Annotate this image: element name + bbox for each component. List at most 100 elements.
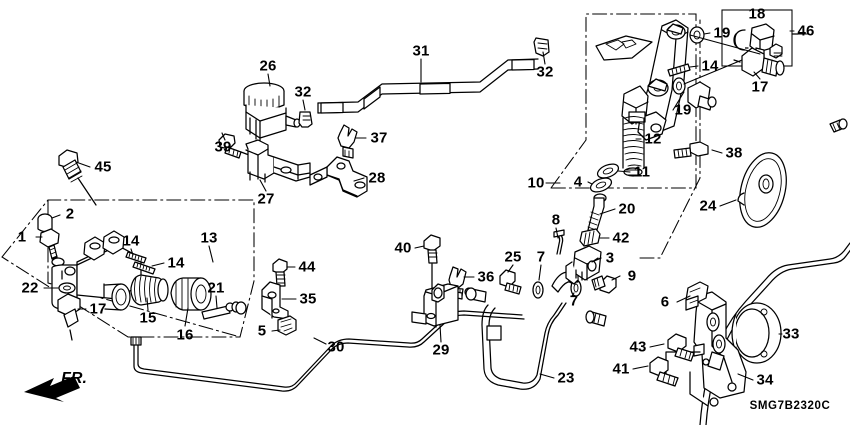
part-44-bolt xyxy=(272,258,288,287)
callout-30: 30 xyxy=(327,338,345,356)
callout-41: 41 xyxy=(612,360,630,378)
part-1-bleeder-screw xyxy=(39,228,65,267)
part-41-bolt xyxy=(649,356,679,387)
part-26-reservoir xyxy=(243,82,301,144)
callout-14-b: 14 xyxy=(167,254,185,272)
fr-orientation-label: FR. xyxy=(61,370,87,387)
callout-10: 10 xyxy=(527,174,545,192)
part-19-washer-upper xyxy=(689,26,705,44)
callout-32-a: 32 xyxy=(294,83,312,101)
pipe-union-near-pedal xyxy=(585,310,607,327)
callout-4: 4 xyxy=(573,173,583,191)
callout-27: 27 xyxy=(257,190,275,208)
part-31-hose xyxy=(317,58,539,114)
callout-42: 42 xyxy=(612,229,630,247)
callout-45: 45 xyxy=(94,158,112,176)
part-3-clevis xyxy=(565,245,602,285)
callout-5: 5 xyxy=(257,322,267,340)
part-32-clip-right xyxy=(533,37,550,57)
part-17-fitting-left xyxy=(57,293,81,341)
part-43-bolt xyxy=(667,333,695,362)
callout-36: 36 xyxy=(477,268,495,286)
callout-34: 34 xyxy=(756,371,774,389)
callout-46: 46 xyxy=(797,22,815,40)
part-5-clip xyxy=(277,315,297,336)
callout-20: 20 xyxy=(618,200,636,218)
callout-11: 11 xyxy=(633,163,651,181)
part-35-bracket xyxy=(261,281,289,320)
callout-15: 15 xyxy=(139,309,157,327)
callout-24: 24 xyxy=(699,197,717,215)
callout-18: 18 xyxy=(748,5,766,23)
callout-17-left: 17 xyxy=(89,300,107,318)
callout-29: 29 xyxy=(432,341,450,359)
part-39-bolt xyxy=(218,133,250,159)
callout-35: 35 xyxy=(299,290,317,308)
part-mc-outlet xyxy=(687,81,717,111)
callout-40: 40 xyxy=(394,239,412,257)
callout-2: 2 xyxy=(65,205,75,223)
part-19-washer-lower xyxy=(672,77,686,95)
callout-22: 22 xyxy=(21,279,39,297)
callout-44: 44 xyxy=(298,258,316,276)
part-33-bushing xyxy=(731,302,782,364)
part-6-clip xyxy=(685,281,709,311)
callout-7-a: 7 xyxy=(536,248,546,266)
part-14-pin-a xyxy=(125,251,147,264)
callout-25: 25 xyxy=(504,248,522,266)
callout-38: 38 xyxy=(725,144,743,162)
callout-43: 43 xyxy=(629,338,647,356)
part-4-washer xyxy=(589,177,613,193)
callout-7-b: 7 xyxy=(569,292,579,310)
callout-16: 16 xyxy=(176,326,194,344)
callout-12: 12 xyxy=(644,130,662,148)
part-32-clip-left xyxy=(298,111,313,128)
callout-14-a: 14 xyxy=(122,232,140,250)
part-28-bracket xyxy=(309,156,368,198)
callout-28: 28 xyxy=(368,169,386,187)
part-38-bolt xyxy=(673,141,709,159)
callout-23: 23 xyxy=(557,369,575,387)
callout-8: 8 xyxy=(551,211,561,229)
part-9-bolt xyxy=(591,275,617,294)
callout-32-b: 32 xyxy=(536,63,554,81)
callout-19-a: 19 xyxy=(674,101,692,119)
callout-9: 9 xyxy=(627,267,637,285)
part-gasket-plate xyxy=(595,35,653,61)
part-34-pedal-bracket xyxy=(665,291,747,407)
part-42-nut xyxy=(579,228,601,247)
part-16-piston xyxy=(170,277,212,311)
inset-box-46 xyxy=(721,9,799,67)
callout-31: 31 xyxy=(412,42,430,60)
callout-6: 6 xyxy=(660,293,670,311)
callout-21: 21 xyxy=(207,279,225,297)
part-17-fitting-right xyxy=(733,47,785,77)
callout-39: 39 xyxy=(214,138,232,156)
part-29-bracket xyxy=(411,283,459,328)
callout-14-c: 14 xyxy=(701,57,719,75)
leader-lines xyxy=(35,30,809,381)
callout-3: 3 xyxy=(605,249,615,267)
part-11-washer xyxy=(596,163,620,179)
part-12-spring xyxy=(622,111,646,177)
fr-arrow-icon xyxy=(24,376,80,402)
part-45-bolt xyxy=(58,149,97,206)
diagram-code: SMG7B2320C xyxy=(749,400,831,412)
part-8-cotter-pin xyxy=(553,229,565,255)
part-40-bolt xyxy=(423,234,441,293)
part-22-washer xyxy=(58,282,76,294)
callout-17-right: 17 xyxy=(751,78,769,96)
part-20-pushrod xyxy=(587,193,607,234)
part-15-boot xyxy=(130,274,169,306)
part-37-clip xyxy=(337,124,358,159)
part-21-pushrod xyxy=(201,301,247,320)
callout-33: 33 xyxy=(782,325,800,343)
part-24-pedal-pad xyxy=(737,152,787,228)
callout-13: 13 xyxy=(200,229,218,247)
part-7-washer-a xyxy=(532,281,544,299)
callout-1: 1 xyxy=(17,228,27,246)
callout-37: 37 xyxy=(370,129,388,147)
part-25-bolt xyxy=(499,269,522,295)
